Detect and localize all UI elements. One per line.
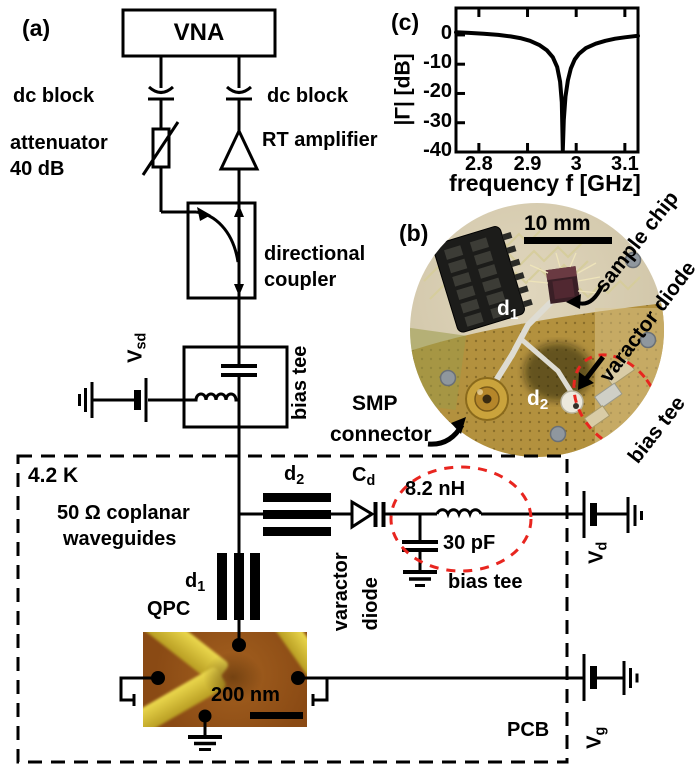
vsd-label: Vsd (124, 332, 150, 363)
pcb-photo-graphics (410, 226, 664, 457)
bias-tee-inductor (184, 392, 239, 402)
dc-block-left-label: dc block (13, 85, 95, 107)
rt-amplifier-label: RT amplifier (262, 129, 378, 151)
panel-c-label: (c) (391, 9, 420, 35)
panel-b-label: (b) (399, 220, 429, 246)
bias-tee-box (182, 345, 289, 429)
rt-amplifier-symbol (218, 127, 260, 171)
afm-scale-label: 200 nm (211, 684, 280, 706)
cpw-trace-branch (518, 336, 576, 398)
varactor-dot (573, 403, 579, 409)
y-tick-label: -30 (423, 109, 452, 132)
y-tick-label: -20 (423, 80, 452, 103)
smp-connector (465, 377, 509, 421)
coupler-d2-bars (263, 493, 331, 502)
x-tick-label: 2.9 (513, 153, 542, 175)
dc-block-left-symbol (147, 85, 175, 94)
varactor-diode-symbol (350, 499, 375, 530)
photo-scale-label: 10 mm (524, 212, 591, 235)
inductance-label: 8.2 nH (405, 478, 466, 500)
smp-label-line1: SMP (352, 392, 398, 415)
d1-label: d1 (185, 570, 206, 596)
pcb-photo (410, 203, 664, 457)
vd-label: Vd (585, 541, 611, 564)
varactor-label-line1: varactor (330, 552, 353, 632)
x-tick-label: 3.1 (610, 153, 639, 175)
y-tick-label: 0 (440, 21, 452, 44)
vna-label: VNA (173, 19, 225, 46)
x-tick-label: 2.8 (464, 153, 493, 175)
capacitance-label: 30 pF (443, 532, 496, 554)
plot-frame (454, 6, 640, 154)
bias-tee-bottom-label: bias tee (448, 571, 523, 593)
varactor-label-line2: diode (360, 577, 383, 631)
drill-holes (439, 251, 657, 443)
photo-d1-label: d1 (497, 297, 519, 324)
idc-connector (433, 226, 533, 333)
coupler-arc (195, 210, 240, 263)
directional-coupler-box (186, 201, 257, 300)
photo-d2-label: d2 (527, 387, 549, 414)
y-tick-label: -10 (423, 51, 452, 74)
sample-inductor (435, 508, 483, 519)
cd-label: Cd (352, 464, 376, 490)
temperature-label: 4.2 K (28, 464, 79, 487)
dc-block-right-label: dc block (267, 85, 349, 107)
reflection-curve (454, 30, 640, 152)
coupler-arc-arrow (197, 207, 211, 221)
coupler-d1-bars (217, 553, 227, 620)
bias-tee-top-label: bias tee (289, 345, 312, 421)
y-tick-label: -40 (423, 139, 452, 161)
attenuator-symbol (151, 127, 171, 169)
afm-image (143, 632, 307, 727)
coupler-down-arrow (234, 284, 244, 296)
coupler-up-arrow (234, 205, 244, 217)
dc-block-right-symbol (225, 85, 253, 94)
sample-chip (545, 266, 581, 304)
x-tick-label: 3 (570, 153, 582, 175)
qpc-label: QPC (147, 598, 191, 620)
d2-label: d2 (284, 463, 305, 489)
pcb-label: PCB (507, 719, 550, 741)
plot-xlabel: frequency f [GHz] (449, 170, 641, 196)
panel-a-label: (a) (22, 15, 51, 41)
vg-label: Vg (583, 726, 609, 749)
smp-label-line2: connector (330, 423, 432, 446)
